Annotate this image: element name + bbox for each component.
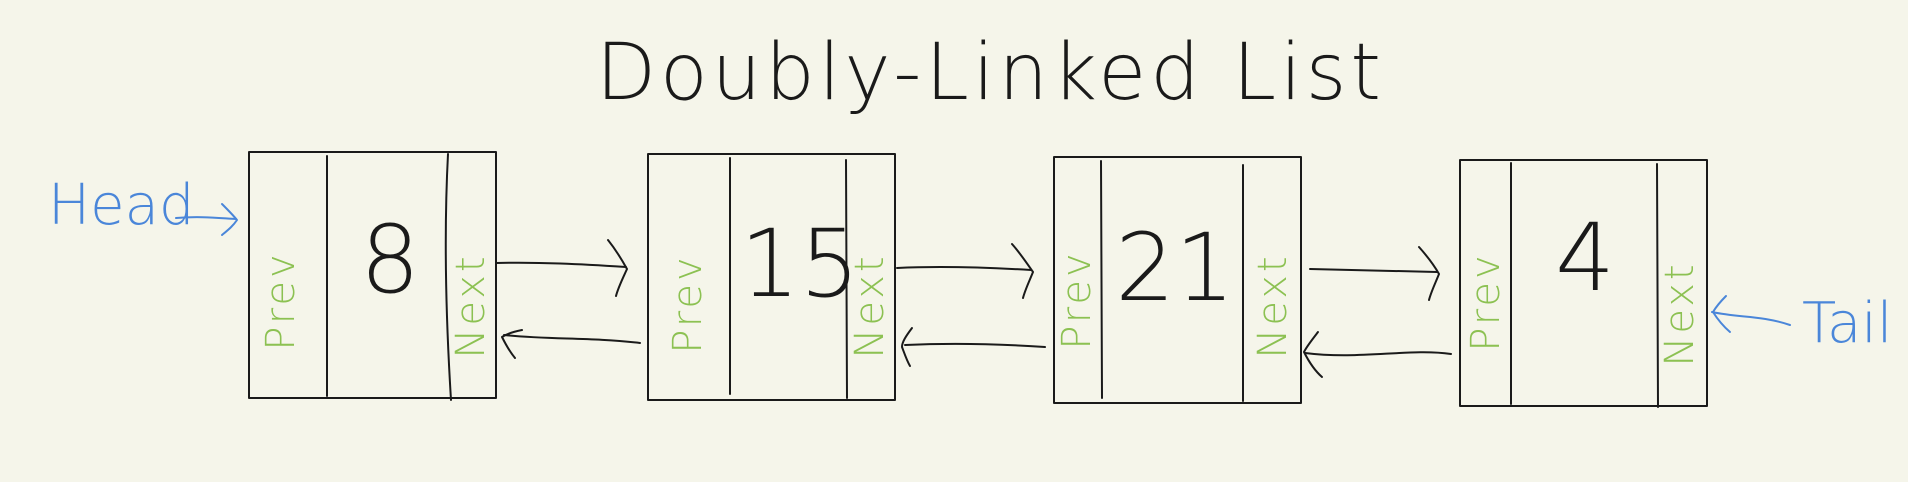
node-1-next-label: Next — [448, 253, 494, 359]
node-1-box — [248, 151, 497, 399]
node-2-box — [647, 153, 896, 401]
node-2-prev-label: Prev — [665, 254, 711, 354]
node-3-box — [1053, 156, 1302, 404]
node-2-next-label: Next — [847, 253, 893, 359]
node-1-next-divider — [444, 153, 452, 401]
next-arrow-1-2 — [495, 239, 628, 297]
prev-arrow-3-2 — [901, 327, 1046, 367]
tail-arrow — [1711, 295, 1791, 333]
node-4-value: 4 — [1555, 204, 1615, 313]
next-arrow-2-3 — [896, 243, 1034, 299]
node-3-next-label: Next — [1250, 253, 1296, 359]
node-4-prev-label: Prev — [1463, 252, 1509, 352]
head-arrow — [175, 203, 238, 236]
node-4-next-label: Next — [1657, 261, 1703, 367]
node-4-box — [1459, 159, 1708, 407]
head-label: Head — [48, 173, 195, 238]
node-3-prev-divider — [1100, 160, 1103, 399]
node-2-value: 15 — [740, 210, 860, 319]
node-4-next-divider — [1656, 163, 1659, 408]
node-3-prev-label: Prev — [1054, 250, 1100, 350]
node-1-prev-label: Prev — [258, 251, 304, 351]
prev-arrow-2-1 — [501, 329, 641, 359]
next-arrow-3-4 — [1309, 246, 1440, 301]
diagram-title: Doubly-Linked List — [596, 28, 1385, 118]
node-1-value: 8 — [360, 206, 420, 315]
node-2-next-divider — [845, 159, 848, 399]
node-3-value: 21 — [1115, 214, 1235, 323]
tail-label: Tail — [1802, 291, 1893, 356]
prev-arrow-4-3 — [1303, 331, 1452, 378]
